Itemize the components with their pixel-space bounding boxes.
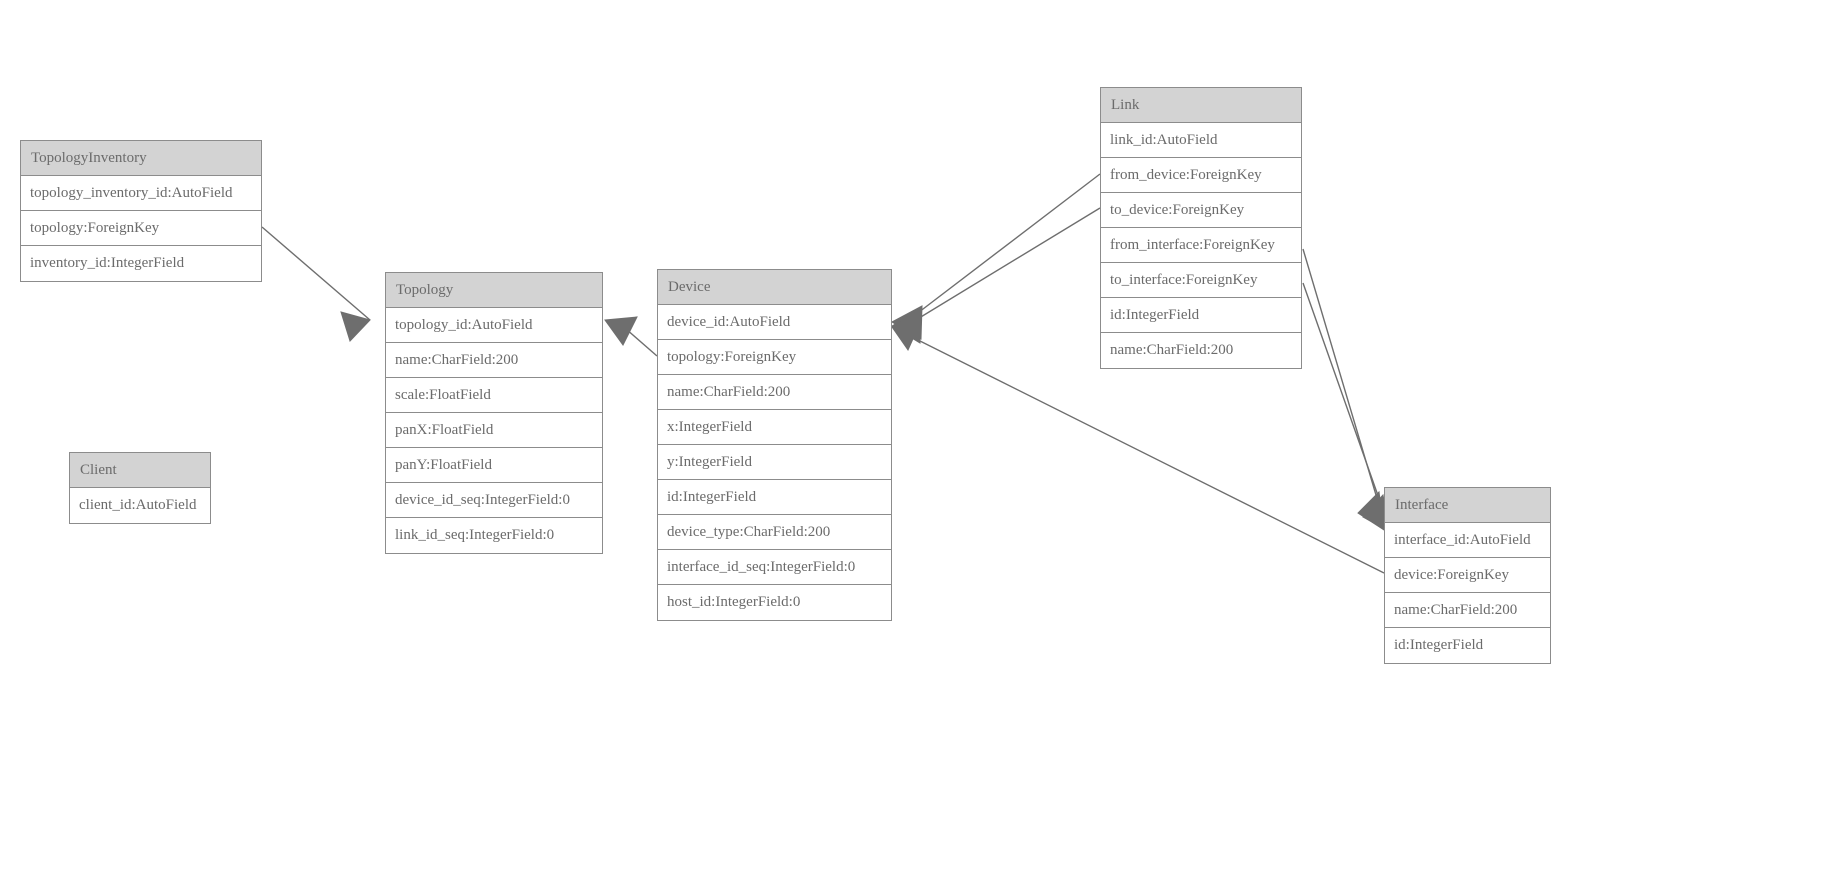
edge-arrowhead-icon (891, 308, 921, 344)
entity-title-device: Device (658, 270, 891, 305)
entity-field-row[interactable]: inventory_id:IntegerField (21, 246, 261, 281)
entity-field-row[interactable]: device_type:CharField:200 (658, 515, 891, 550)
edge-line (905, 207, 1101, 327)
entity-field-row[interactable]: client_id:AutoField (70, 488, 210, 523)
entity-field-row[interactable]: device:ForeignKey (1385, 558, 1550, 593)
entity-title-client: Client (70, 453, 210, 488)
edge-line (905, 173, 1101, 323)
relationship-edge-rel-topologyinventory-topology[interactable] (261, 226, 371, 342)
entity-title-interface: Interface (1385, 488, 1550, 523)
entity-field-row[interactable]: topology:ForeignKey (21, 211, 261, 246)
relationship-edge-rel-link-from-interface[interactable] (1302, 248, 1385, 532)
relationship-edge-rel-link-from-device[interactable] (890, 173, 1101, 340)
entity-field-row[interactable]: id:IntegerField (1385, 628, 1550, 663)
entity-field-row[interactable]: y:IntegerField (658, 445, 891, 480)
entity-field-row[interactable]: interface_id_seq:IntegerField:0 (658, 550, 891, 585)
edge-arrowhead-icon (891, 320, 922, 352)
entity-field-row[interactable]: device_id_seq:IntegerField:0 (386, 483, 602, 518)
edge-arrowhead-icon (890, 305, 923, 340)
edge-arrowhead-icon (604, 316, 638, 346)
entity-field-row[interactable]: from_device:ForeignKey (1101, 158, 1301, 193)
edge-arrowhead-icon (1357, 490, 1385, 532)
relationship-edge-rel-link-to-device[interactable] (891, 207, 1101, 344)
entity-field-row[interactable]: id:IntegerField (1101, 298, 1301, 333)
entity-field-row[interactable]: id:IntegerField (658, 480, 891, 515)
entity-field-row[interactable]: device_id:AutoField (658, 305, 891, 340)
entity-field-row[interactable]: to_device:ForeignKey (1101, 193, 1301, 228)
entity-field-row[interactable]: to_interface:ForeignKey (1101, 263, 1301, 298)
relationship-edge-rel-link-to-interface[interactable] (1302, 282, 1391, 533)
entity-field-row[interactable]: x:IntegerField (658, 410, 891, 445)
edge-line (1302, 282, 1389, 525)
entity-field-row[interactable]: name:CharField:200 (1385, 593, 1550, 628)
edge-line (261, 226, 371, 321)
entity-field-row[interactable]: name:CharField:200 (1101, 333, 1301, 368)
entity-field-row[interactable]: link_id:AutoField (1101, 123, 1301, 158)
entity-field-row[interactable]: host_id:IntegerField:0 (658, 585, 891, 620)
entity-field-row[interactable]: name:CharField:200 (386, 343, 602, 378)
entity-field-row[interactable]: panY:FloatField (386, 448, 602, 483)
entity-field-row[interactable]: from_interface:ForeignKey (1101, 228, 1301, 263)
entity-title-link: Link (1101, 88, 1301, 123)
edge-line (905, 333, 1385, 574)
edge-line (1302, 248, 1385, 523)
entity-field-row[interactable]: topology_inventory_id:AutoField (21, 176, 261, 211)
entity-field-row[interactable]: interface_id:AutoField (1385, 523, 1550, 558)
entity-field-row[interactable]: link_id_seq:IntegerField:0 (386, 518, 602, 553)
edge-line (617, 321, 658, 357)
entity-field-row[interactable]: topology_id:AutoField (386, 308, 602, 343)
edge-arrowhead-icon (340, 311, 371, 342)
entity-field-row[interactable]: panX:FloatField (386, 413, 602, 448)
entity-field-row[interactable]: scale:FloatField (386, 378, 602, 413)
entity-title-topology: Topology (386, 273, 602, 308)
relationship-edge-rel-device-topology[interactable] (604, 316, 658, 357)
entity-field-row[interactable]: topology:ForeignKey (658, 340, 891, 375)
entity-field-row[interactable]: name:CharField:200 (658, 375, 891, 410)
entity-title-topologyinventory: TopologyInventory (21, 141, 261, 176)
